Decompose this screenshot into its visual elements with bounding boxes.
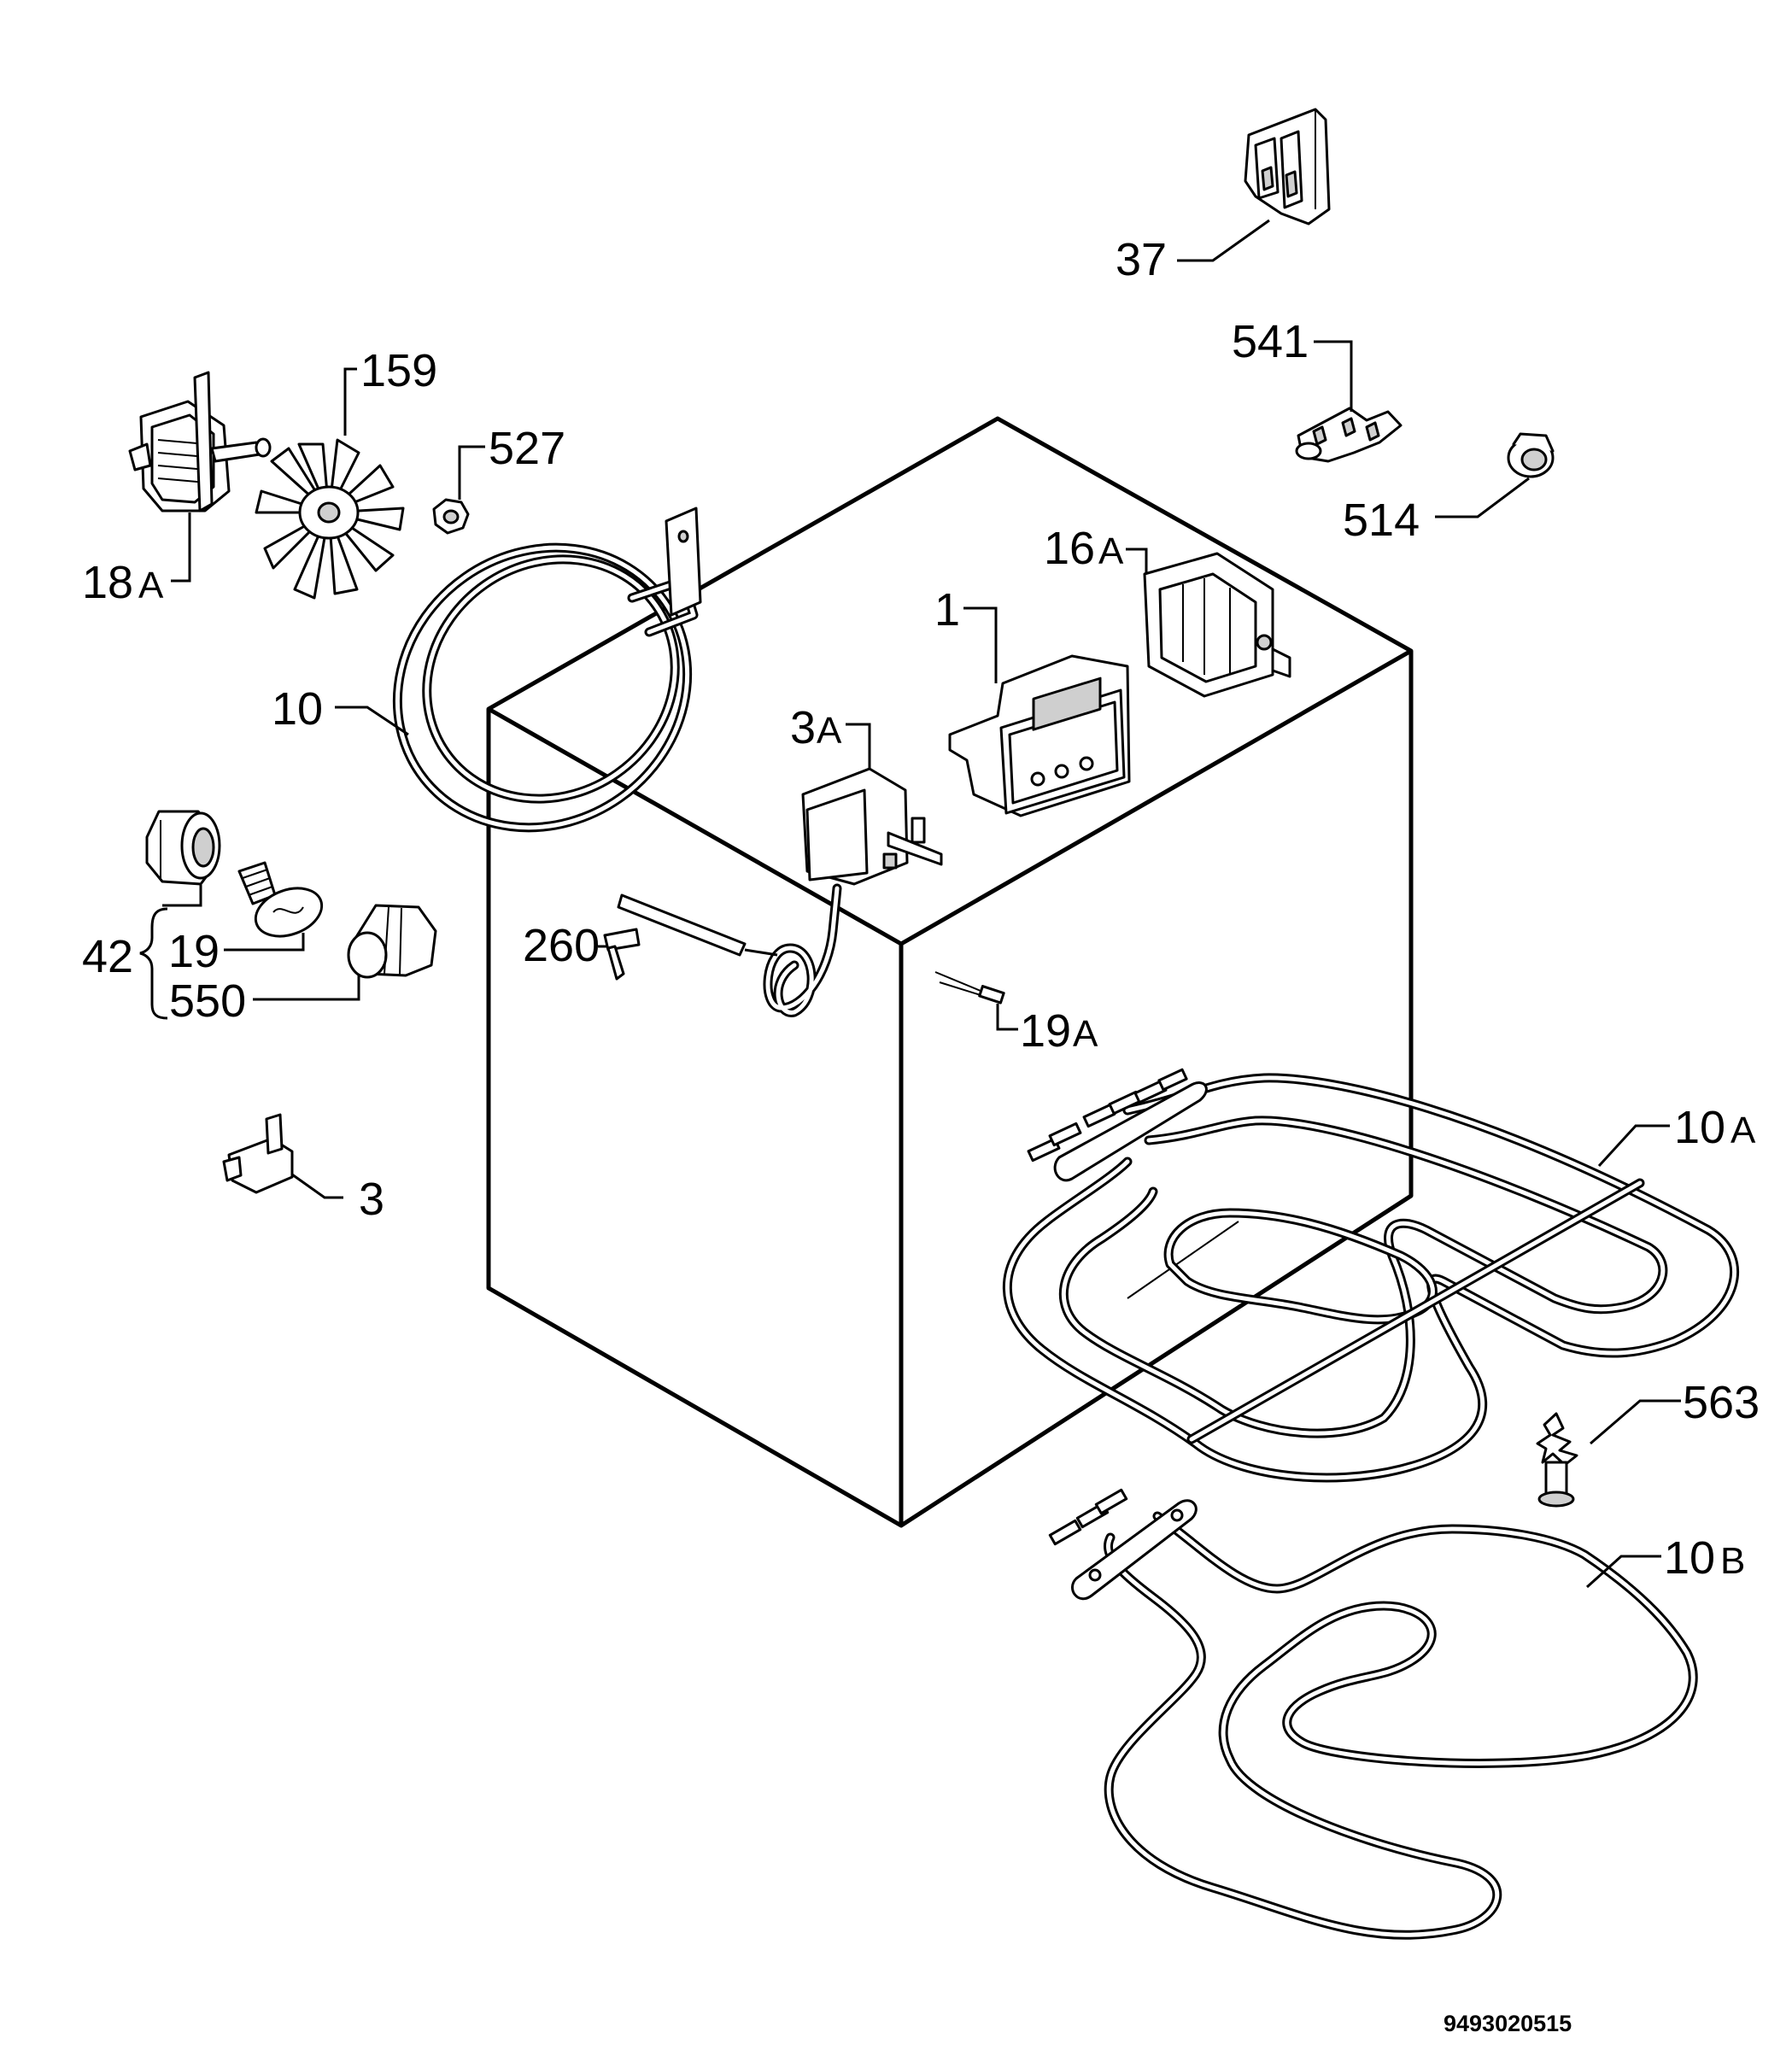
label-10: 10 — [272, 683, 323, 735]
part-10-circular-heating-element — [392, 507, 702, 833]
label-10b-let: B — [1720, 1540, 1745, 1582]
part-19-lamp-bulb — [237, 861, 324, 938]
leader-527 — [458, 445, 485, 500]
leader-514 — [1435, 477, 1530, 518]
label-260: 260 — [523, 920, 600, 971]
part-527-nut — [432, 498, 470, 535]
leader-37 — [1177, 219, 1270, 262]
leader-18a — [171, 512, 191, 583]
label-514: 514 — [1343, 495, 1420, 546]
label-10a-let: A — [1731, 1110, 1756, 1151]
part-541-contact-strip — [1295, 407, 1403, 463]
leader-1 — [963, 606, 998, 683]
label-541: 541 — [1232, 316, 1309, 367]
leader-10b — [1585, 1555, 1661, 1589]
label-18a-let: A — [138, 565, 164, 606]
label-10a-num: 10 — [1674, 1102, 1725, 1153]
label-563: 563 — [1683, 1377, 1760, 1428]
leader-550 — [253, 974, 360, 1001]
label-19a-let: A — [1073, 1013, 1098, 1055]
label-550: 550 — [169, 975, 246, 1027]
part-260-fixing-pin — [603, 928, 641, 981]
part-18a-fan-motor — [128, 371, 272, 512]
brace-42 — [139, 907, 168, 1020]
part-16a-selector-switch — [1143, 552, 1291, 698]
part-10b-bottom-heating-element — [1048, 1488, 1698, 1940]
part-42-lamp-socket — [145, 810, 221, 886]
oven-cavity-box — [486, 416, 1414, 1528]
part-19a-cable-sensor — [934, 971, 1005, 1004]
label-18a-num: 18 — [82, 557, 133, 608]
leader-159 — [343, 367, 357, 436]
label-10b-num: 10 — [1664, 1532, 1715, 1584]
part-159-fan-impeller — [255, 438, 405, 600]
label-1: 1 — [934, 584, 960, 636]
part-3a-thermostat — [617, 767, 943, 1017]
leader-563 — [1590, 1399, 1681, 1445]
leader-541 — [1314, 340, 1353, 412]
part-1-electronic-timer — [948, 654, 1131, 817]
label-19: 19 — [168, 926, 220, 977]
leader-16a — [1126, 548, 1148, 574]
document-number: 9493020515 — [1444, 2011, 1572, 2036]
label-16a-num: 16 — [1044, 523, 1095, 574]
label-3a-let: A — [817, 710, 842, 752]
label-159: 159 — [360, 345, 437, 396]
leader-3a — [846, 723, 871, 769]
label-527: 527 — [489, 423, 565, 474]
part-3-terminal-clip — [222, 1113, 294, 1194]
leader-3 — [291, 1173, 343, 1199]
label-19a-num: 19 — [1020, 1005, 1071, 1057]
leader-19a — [996, 1004, 1018, 1031]
label-3a-num: 3 — [790, 702, 816, 753]
leader-10a — [1597, 1124, 1670, 1168]
label-16a-let: A — [1098, 530, 1124, 572]
part-37-terminal-clip — [1244, 108, 1331, 226]
leader-19 — [224, 933, 305, 952]
part-10a-top-heating-element — [1002, 1068, 1740, 1483]
part-514-grommet — [1507, 432, 1555, 478]
part-550-lamp-cover — [347, 904, 437, 979]
part-563-screw-foot — [1536, 1412, 1578, 1508]
leader-10 — [335, 706, 409, 736]
label-3: 3 — [359, 1174, 384, 1225]
label-42: 42 — [82, 931, 133, 982]
leader-42-socket — [162, 885, 202, 907]
label-37: 37 — [1116, 234, 1167, 285]
